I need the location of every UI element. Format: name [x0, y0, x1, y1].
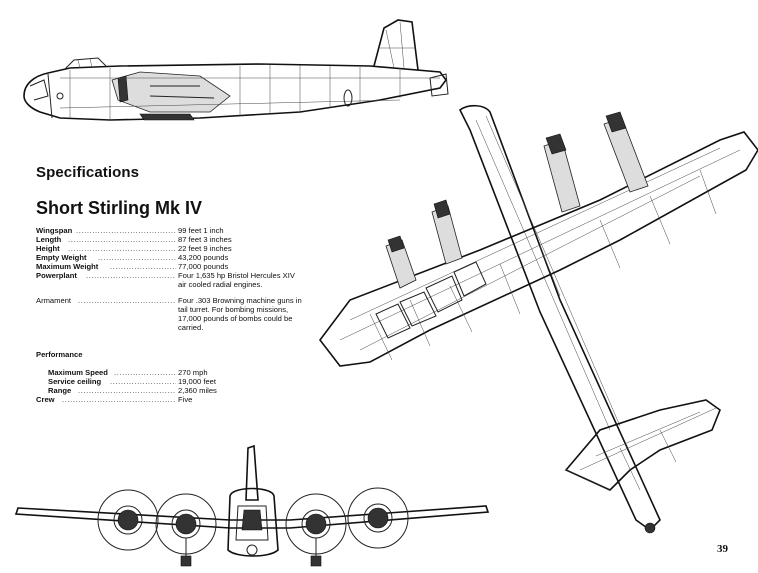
spec-label: Wingspan [36, 226, 73, 235]
spec-row-wingspan: Wingspan ...............................… [36, 226, 356, 235]
perf-label: Service ceiling [48, 377, 102, 386]
aircraft-title: Short Stirling Mk IV [36, 198, 203, 218]
spec-value: 22 feet 9 inches [178, 244, 232, 253]
spec-value: 87 feet 3 inches [178, 235, 232, 244]
leader-dots: ........................................… [76, 226, 176, 235]
spec-label: Height [36, 244, 60, 253]
leader-dots: ........................................… [78, 296, 176, 305]
perf-label: Crew [36, 395, 55, 404]
spec-row-armament: Armament ...............................… [36, 296, 356, 332]
spec-label: Powerplant [36, 271, 77, 280]
performance-heading: Performance [36, 350, 83, 359]
perf-row-service-ceiling: Service ceiling ........................… [36, 377, 356, 386]
perf-label: Maximum Speed [48, 368, 108, 377]
spec-label: Empty Weight [36, 253, 87, 262]
spec-label: Maximum Weight [36, 262, 99, 271]
perf-value: 2,360 miles [178, 386, 217, 395]
leader-dots: ........................................… [68, 235, 176, 244]
leader-dots: ........................................… [78, 386, 176, 395]
spec-row-powerplant: Powerplant .............................… [36, 271, 356, 289]
perf-label: Range [48, 386, 72, 395]
spec-row-maximum-weight: Maximum Weight .........................… [36, 262, 356, 271]
leader-dots: ........................................… [114, 368, 176, 377]
leader-dots: ........................................… [86, 271, 176, 280]
spec-row-length: Length .................................… [36, 235, 356, 244]
spec-value: 99 feet 1 inch [178, 226, 224, 235]
spec-value: 43,200 pounds [178, 253, 229, 262]
perf-value: 19,000 feet [178, 377, 217, 386]
perf-row-crew: Crew ...................................… [36, 395, 356, 404]
leader-dots: ........................................… [68, 244, 176, 253]
perf-value: 270 mph [178, 368, 208, 377]
spec-label: Armament [36, 296, 72, 305]
spec-row-empty-weight: Empty Weight ...........................… [36, 253, 356, 262]
leader-dots: ........................................… [110, 262, 176, 271]
spec-value: 77,000 pounds [178, 262, 229, 271]
specifications-heading: Specifications [36, 164, 140, 181]
leader-dots: ........................................… [62, 395, 176, 404]
leader-dots: ........................................… [110, 377, 176, 386]
armament-line-3: 17,000 pounds of bombs could be [178, 314, 293, 323]
armament-line-2: tail turret. For bombing missions, [178, 305, 289, 314]
spec-label: Length [36, 235, 62, 244]
spec-row-height: Height .................................… [36, 244, 356, 253]
armament-line-4: carried. [178, 323, 204, 332]
page-number: 39 [717, 543, 728, 555]
leader-dots: ........................................… [98, 253, 176, 262]
spec-value-continued: air cooled radial engines. [178, 280, 263, 289]
perf-row-max-speed: Maximum Speed ..........................… [36, 368, 356, 377]
armament-line-1: Four .303 Browning machine guns in [178, 296, 302, 305]
spec-value: Four 1,635 hp Bristol Hercules XIV [178, 271, 295, 280]
perf-value: Five [178, 395, 193, 404]
perf-row-range: Range ..................................… [36, 386, 356, 395]
